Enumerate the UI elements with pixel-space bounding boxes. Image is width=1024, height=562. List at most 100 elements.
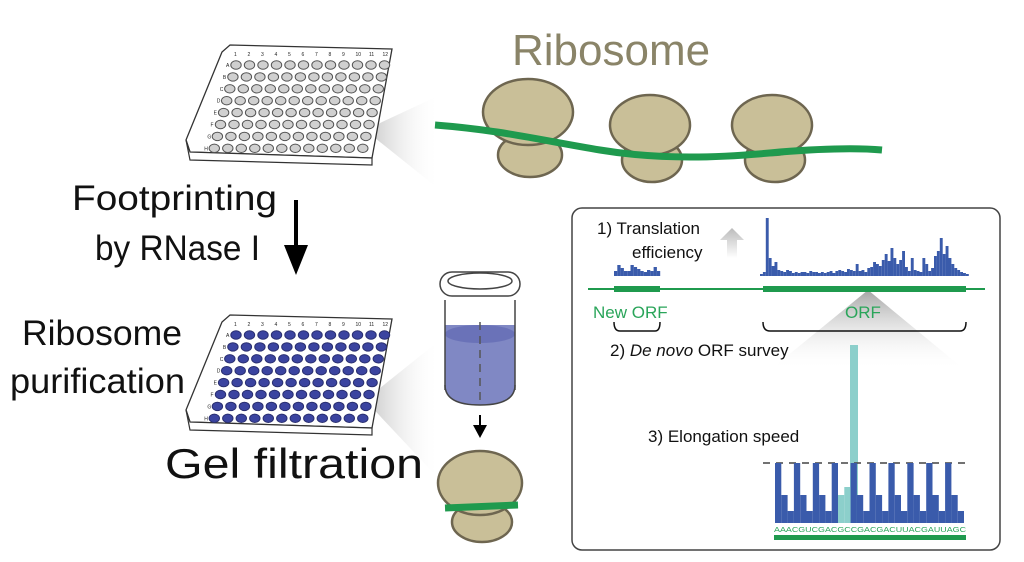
coverage-bar (881, 260, 885, 276)
well (302, 366, 314, 376)
coverage-bar (957, 270, 961, 276)
row-label: A (226, 333, 230, 339)
well (312, 107, 324, 118)
orf-label: ORF (845, 303, 881, 322)
well (365, 330, 377, 340)
well (325, 377, 338, 388)
column-label: 3 (261, 322, 264, 328)
row-label: B (223, 75, 227, 81)
well (346, 401, 359, 412)
coverage-bar (902, 251, 905, 276)
well (244, 107, 257, 118)
well (359, 84, 371, 94)
codon-bar (812, 463, 820, 523)
well (306, 401, 318, 412)
well (240, 72, 253, 82)
well (224, 84, 236, 94)
well (292, 131, 305, 142)
well (302, 96, 314, 106)
well (322, 389, 335, 400)
well (359, 354, 371, 364)
well (262, 143, 274, 154)
codon-bar (850, 463, 857, 523)
well (264, 84, 276, 94)
codon-bar (825, 511, 832, 523)
codon-bar (913, 495, 920, 523)
coverage-bar (656, 271, 661, 276)
coverage-bar (858, 271, 862, 276)
well (267, 72, 280, 82)
well (309, 389, 321, 400)
well (249, 413, 261, 423)
coverage-bar (633, 267, 638, 276)
well (318, 354, 330, 364)
zoom-cone-orf (770, 290, 965, 370)
well (342, 96, 354, 106)
well (227, 342, 239, 352)
coverage-bar (789, 271, 792, 276)
well (362, 72, 374, 82)
coverage-bar (818, 273, 821, 276)
coverage-bar (803, 272, 807, 276)
coverage-bar (916, 271, 920, 276)
down-arrow-small-icon (473, 415, 487, 438)
well (335, 342, 347, 352)
row-label: H (204, 146, 208, 152)
column-label: 4 (275, 52, 278, 58)
well (312, 377, 324, 388)
codon-bar (863, 511, 870, 523)
well (211, 401, 224, 412)
coverage-bar (826, 272, 830, 276)
well (321, 342, 334, 352)
orf-bracket (762, 321, 967, 332)
well (292, 401, 305, 412)
coverage-bar (951, 264, 955, 276)
well (333, 131, 345, 142)
coverage-bar (960, 272, 963, 276)
well (335, 72, 347, 82)
column-label: 7 (315, 52, 318, 58)
new-orf-label: New ORF (593, 303, 668, 322)
coverage-bar (650, 271, 654, 276)
well (254, 342, 266, 352)
coverage-bar (884, 254, 888, 276)
well (297, 330, 310, 340)
well (342, 366, 354, 376)
coverage-bar (942, 254, 946, 276)
well (349, 119, 362, 130)
well (348, 342, 361, 352)
well (285, 377, 297, 388)
well (339, 377, 351, 388)
column-label: 10 (356, 322, 362, 328)
well (372, 84, 384, 94)
well (271, 377, 284, 388)
well (356, 96, 368, 106)
ribosome-3 (730, 93, 814, 184)
well (285, 107, 297, 118)
well (311, 60, 323, 70)
codon-bar (806, 511, 813, 523)
codon-bar (926, 463, 933, 523)
well (336, 389, 348, 400)
codon-bar (882, 511, 889, 523)
gel-filtration-tube (439, 271, 521, 406)
coverage-bar (617, 265, 621, 276)
well (278, 84, 290, 94)
purification-label-1: Ribosome (22, 314, 182, 353)
well (298, 377, 311, 388)
coverage-bar (783, 272, 787, 276)
sequence-bar (774, 535, 966, 540)
coverage-bar (939, 238, 943, 276)
well (257, 60, 269, 70)
well (252, 131, 264, 142)
well (366, 377, 378, 388)
coverage-bar (647, 270, 651, 276)
well (351, 60, 364, 70)
new-orf-bracket (613, 321, 661, 332)
well (270, 60, 283, 70)
column-label: 11 (369, 52, 374, 58)
column-label: 3 (261, 52, 264, 58)
codon-bar (787, 511, 794, 523)
well (214, 119, 227, 130)
codon-bar (819, 495, 826, 523)
